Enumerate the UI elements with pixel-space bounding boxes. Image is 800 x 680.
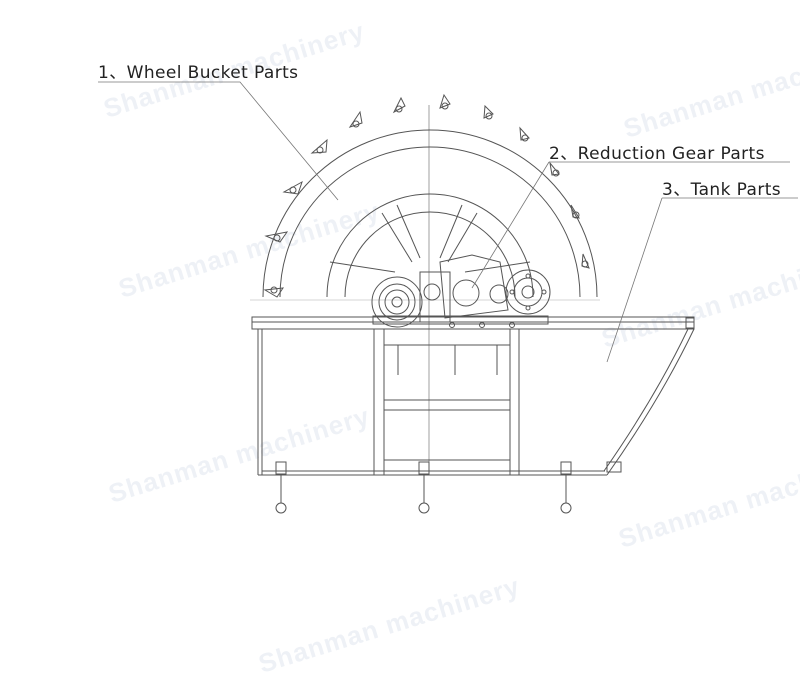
anchor-bolts [275, 461, 572, 514]
bucket-tooth [439, 93, 451, 109]
leader-wheel-bucket [98, 81, 339, 201]
gear-base-bolt [449, 322, 455, 328]
gear-base-bolt [509, 322, 515, 328]
bucket-tooth [348, 110, 363, 128]
machine-drawing [98, 81, 798, 514]
gear-motor-bolt [541, 289, 547, 295]
gear-motor-bolt [525, 305, 531, 311]
wheel-hub-ring-inner [344, 211, 516, 298]
anchor-bolt-head [560, 461, 572, 475]
tank-flange [685, 317, 695, 329]
leader-reduction-gear-diag [471, 161, 550, 289]
anchor-bolt-foot [418, 502, 430, 514]
gear-large-pulley-ring [384, 289, 410, 315]
tank-top-beam [251, 316, 695, 330]
tank [251, 316, 695, 476]
gear-motor-bolt [525, 273, 531, 279]
bucket-bolt [273, 234, 281, 242]
bucket-bolt [552, 169, 560, 177]
bucket-bolt [352, 120, 360, 128]
anchor-bolt-head [275, 461, 287, 475]
wheel-spoke [381, 212, 413, 263]
bucket-tooth [282, 180, 303, 195]
gear-large-pulley [371, 276, 423, 328]
tank-outlet [606, 461, 622, 473]
bucket-bolt [270, 286, 278, 294]
gear-reducer-shaft [423, 283, 441, 301]
bucket-tooth [392, 96, 406, 114]
gear-small-pulley [489, 284, 509, 304]
leader-tank-diag [606, 197, 663, 363]
callout-tank: 3、Tank Parts [662, 180, 782, 200]
gear-motor-ring [513, 277, 543, 307]
gear-motor-bolt [509, 289, 515, 295]
gear-large-pulley-hub [391, 296, 403, 308]
anchor-bolt-foot [275, 502, 287, 514]
bucket-bolt [572, 211, 580, 219]
bucket-tooth [549, 161, 560, 176]
bucket-bolt [521, 134, 529, 142]
callout-reduction-gear: 2、Reduction Gear Parts [549, 144, 765, 164]
gear-reducer-housing [419, 271, 451, 323]
gear-base-bolt [479, 322, 485, 328]
wheel-spoke [439, 204, 463, 259]
bucket-tooth [264, 231, 289, 243]
bucket-bolt [289, 186, 297, 194]
machine-diagram: Shanman machinery Shanman machinery Shan… [98, 16, 800, 679]
anchor-bolt-foot [560, 502, 572, 514]
gear-large-pulley-ring [378, 283, 416, 321]
bucket-tooth [483, 104, 494, 119]
wheel-outer-rim [262, 129, 598, 298]
wheel-spoke [447, 212, 478, 263]
tank-sloped-wall-inner [603, 328, 689, 472]
bucket-bolt [485, 112, 493, 120]
support-frame [373, 328, 520, 476]
gear-motor-hub [521, 285, 535, 299]
wheel-bucket [262, 93, 598, 298]
anchor-bolt-head [418, 461, 430, 475]
gear-motor [505, 269, 551, 315]
reduction-gear [371, 254, 551, 328]
bucket-tooth [519, 126, 530, 141]
gear-medium-pulley [452, 279, 480, 307]
bucket-bolt [581, 260, 589, 268]
bucket-tooth [263, 287, 285, 298]
wheel-hub-ring [326, 193, 534, 298]
bucket-bolt [441, 102, 449, 110]
bucket-bolt [316, 146, 324, 154]
callout-wheel-bucket: 1、Wheel Bucket Parts [98, 63, 299, 83]
wheel-spoke [396, 204, 421, 259]
callout-leaders [98, 81, 798, 363]
wheel-inner-rim [279, 146, 581, 298]
bucket-bolt [395, 105, 403, 113]
tank-sloped-wall [606, 328, 695, 476]
bucket-tooth [310, 138, 328, 154]
bucket-tooth [570, 204, 581, 219]
gear-base-plate [372, 315, 549, 325]
wheel-spoke [329, 261, 396, 273]
wheel-spoke [464, 261, 531, 273]
